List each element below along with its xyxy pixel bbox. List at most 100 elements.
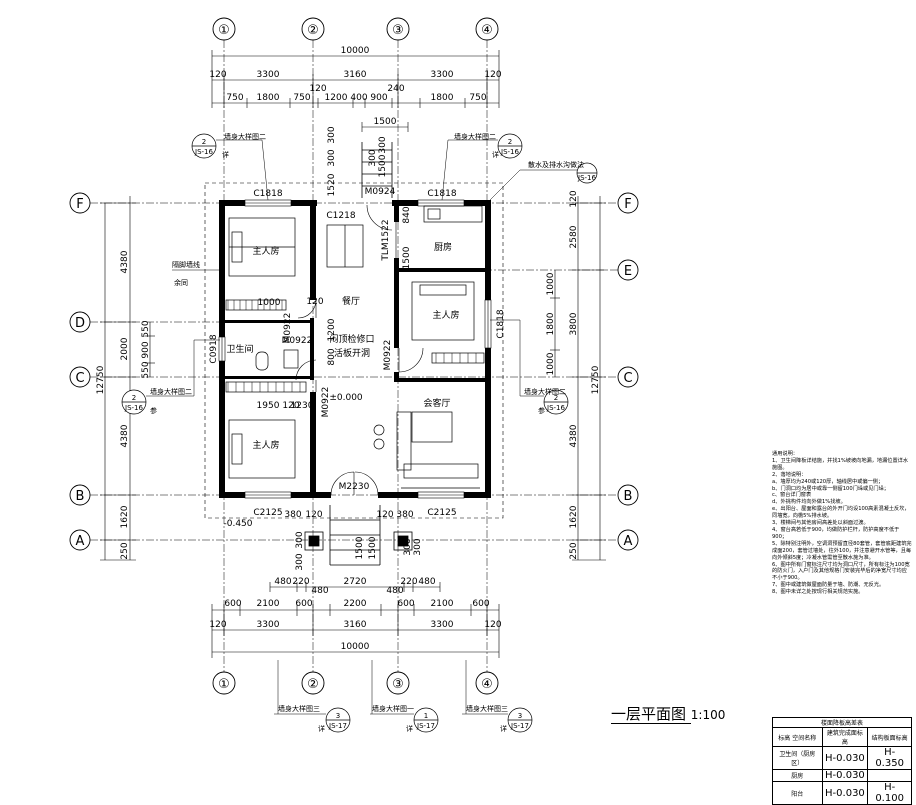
dim-top-r2-6: 900 — [370, 93, 387, 103]
dim-inner-1200: 1200 — [327, 318, 337, 341]
note-2c: c、窗台详门窗表 — [772, 492, 812, 499]
callout-ref-bottom-left: 详 — [318, 724, 325, 733]
dim-right-total: 12750 — [591, 365, 601, 394]
callout-ref-top-right: 详 — [492, 150, 499, 159]
dim-right-4: 250 — [569, 542, 579, 559]
table-row-2-struct: H-0.100 — [867, 781, 912, 805]
dim-inner-120a: 120 — [306, 297, 323, 307]
axis-bubbles — [69, 17, 639, 695]
dim-left-sub-1: 900 — [141, 341, 151, 358]
callout-drain: 散水及排水沟做法 — [528, 160, 584, 169]
dim-top-r1-0: 120 — [209, 70, 226, 80]
dim-top-r1-4: 120 — [484, 70, 501, 80]
table-row-1-struct — [867, 769, 912, 782]
table-row-1-arch: H-0.030 — [821, 769, 869, 782]
label-door-tlm1522: TLM1522 — [381, 219, 391, 261]
axis-label-F-right: F — [624, 197, 631, 212]
callout-bottom-mid-num: 1 — [424, 712, 428, 720]
dim-right-sub-2: 1000 — [546, 352, 556, 375]
dim-inner-300b: 300 — [327, 126, 337, 143]
label-grille-2: 余同 — [174, 278, 188, 287]
dim-bot-r1-2: 3160 — [344, 620, 367, 630]
callout-bottom-mid-sheet: JS-17 — [416, 722, 435, 730]
dim-inner-300h: 300 — [413, 538, 423, 555]
dim-inner-380a: 380 — [284, 510, 301, 520]
dim-bot-r3-0: 480 — [274, 577, 291, 587]
callout-bottom-left-sheet: JS-17 — [328, 722, 347, 730]
table-head-space: 标高 空间名称 — [772, 727, 823, 747]
dim-left-4: 250 — [120, 542, 130, 559]
dim-bot-r3-1: 220 — [292, 577, 309, 587]
callout-left-sheet: JS-16 — [124, 404, 143, 412]
dim-right-0: 2580 — [569, 225, 579, 248]
axis-label-E-right: E — [624, 264, 632, 279]
label-door-m0922-a: M0922 — [282, 336, 313, 346]
label-window-c1818-b: C1818 — [427, 189, 456, 199]
general-notes: 通用说明： 1、卫生间降板详结施，并找1%坡坡向地漏，地漏位置详水施图。 2、落… — [772, 451, 912, 596]
dim-inner-120d: 120 — [376, 510, 393, 520]
dim-inner-840: 840 — [402, 206, 412, 223]
callout-wall-top-right: 墙身大样图二 — [454, 132, 496, 141]
axis-label-A-right: A — [624, 534, 633, 549]
dim-top-r1-3: 3300 — [431, 70, 454, 80]
dim-left-3: 1620 — [120, 505, 130, 528]
callout-drain-sheet: JS-16 — [577, 174, 596, 182]
callout-wall-bottom-right: 墙身大样图三 — [466, 704, 508, 713]
drawing-title-scale: 1:100 — [690, 708, 726, 722]
axis-label-4-bottom: ④ — [481, 677, 493, 692]
dim-inner-120b: 120 — [282, 401, 299, 411]
table-head-arch: 建筑完成面标高 — [821, 727, 869, 747]
dim-bot-r2-2: 600 — [295, 599, 312, 609]
callout-ref-bottom-mid: 详 — [406, 724, 413, 733]
axis-label-A-left: A — [76, 534, 85, 549]
dim-bot-r3-3: 220 — [400, 577, 417, 587]
dim-bot-r2-6: 600 — [472, 599, 489, 609]
room-kitchen: 厨房 — [434, 241, 452, 253]
note-3: 3、楼梯间与其他房间高差处以斜面过渡。 — [772, 520, 869, 527]
dim-inner-300c: 300 — [378, 136, 388, 153]
drawing-title: 一层平面图 1:100 — [611, 703, 725, 724]
dim-inner-1500d: 1500 — [368, 536, 378, 559]
axis-label-C-right: C — [623, 371, 632, 386]
label-window-c2125-b: C2125 — [427, 508, 456, 518]
label-grille: 隔脚墙线 — [172, 260, 200, 269]
room-master-bedroom-1: 主人房 — [252, 245, 279, 257]
room-bathroom: 卫生间 — [226, 343, 253, 355]
callout-left-num: 2 — [132, 394, 136, 402]
notes-heading: 通用说明： — [772, 451, 798, 457]
note-2b: b、门洞口均为居中或靠一侧留100门垛或见门垛； — [772, 485, 889, 492]
dim-bot-r1-1: 3300 — [257, 620, 280, 630]
dim-bot-r3-4: 480 — [418, 577, 435, 587]
axis-label-D-left: D — [75, 316, 85, 331]
label-window-c0918: C0918 — [209, 334, 219, 363]
floor-plan-drawing: ① ② ③ ④ ① ② ③ ④ F D C B A F E C B A 1000… — [69, 17, 639, 733]
dim-top-r2-9: 750 — [469, 93, 486, 103]
dim-bot-sub-0: 480 — [311, 586, 328, 596]
axis-label-3-bottom: ③ — [392, 677, 404, 692]
dim-top-r2-4: 1200 — [325, 93, 348, 103]
dim-bot-r2-3: 2200 — [344, 599, 367, 609]
dim-left-0: 4380 — [120, 250, 130, 273]
table-title: 楼面降板高差表 — [772, 717, 912, 728]
dim-top-r2-5: 400 — [350, 93, 367, 103]
label-hatch-2: 活板开洞 — [334, 347, 370, 359]
note-2e: e、出阳台、屋面和露台的外开门均设100高素混凝土反坎，同墙宽，向檐5%排水坡。 — [772, 506, 910, 520]
dim-bot-r2-0: 600 — [224, 599, 241, 609]
room-master-bedroom-2: 主人房 — [432, 309, 459, 321]
note-5: 5、除特别注明外，空调洞预留直径80套管，套管底距建筑完成面200，套管过墙处，… — [772, 540, 912, 561]
dim-bot-r1-4: 120 — [484, 620, 501, 630]
dim-top-r2-3: 120 — [309, 84, 326, 94]
table-row-1-name: 厨房 — [772, 769, 823, 782]
note-8: 8、图中未详之处按现行相关规范实施。 — [772, 589, 864, 596]
callout-ref-bottom-right: 详 — [500, 724, 507, 733]
dim-top-r2-7: 240 — [387, 84, 404, 94]
dim-inner-1230: 1230 — [291, 401, 314, 411]
drawing-title-name: 一层平面图 — [611, 705, 687, 723]
dim-inner-300d: 300 — [368, 149, 378, 166]
callout-bottom-right-sheet: JS-17 — [510, 722, 529, 730]
dim-right-sub-0: 1000 — [546, 272, 556, 295]
table-row-0-arch: H-0.030 — [821, 746, 869, 770]
dim-inner-380b: 380 — [396, 510, 413, 520]
dim-bot-total: 10000 — [341, 642, 370, 652]
callout-right-sheet: JS-16 — [546, 404, 565, 412]
